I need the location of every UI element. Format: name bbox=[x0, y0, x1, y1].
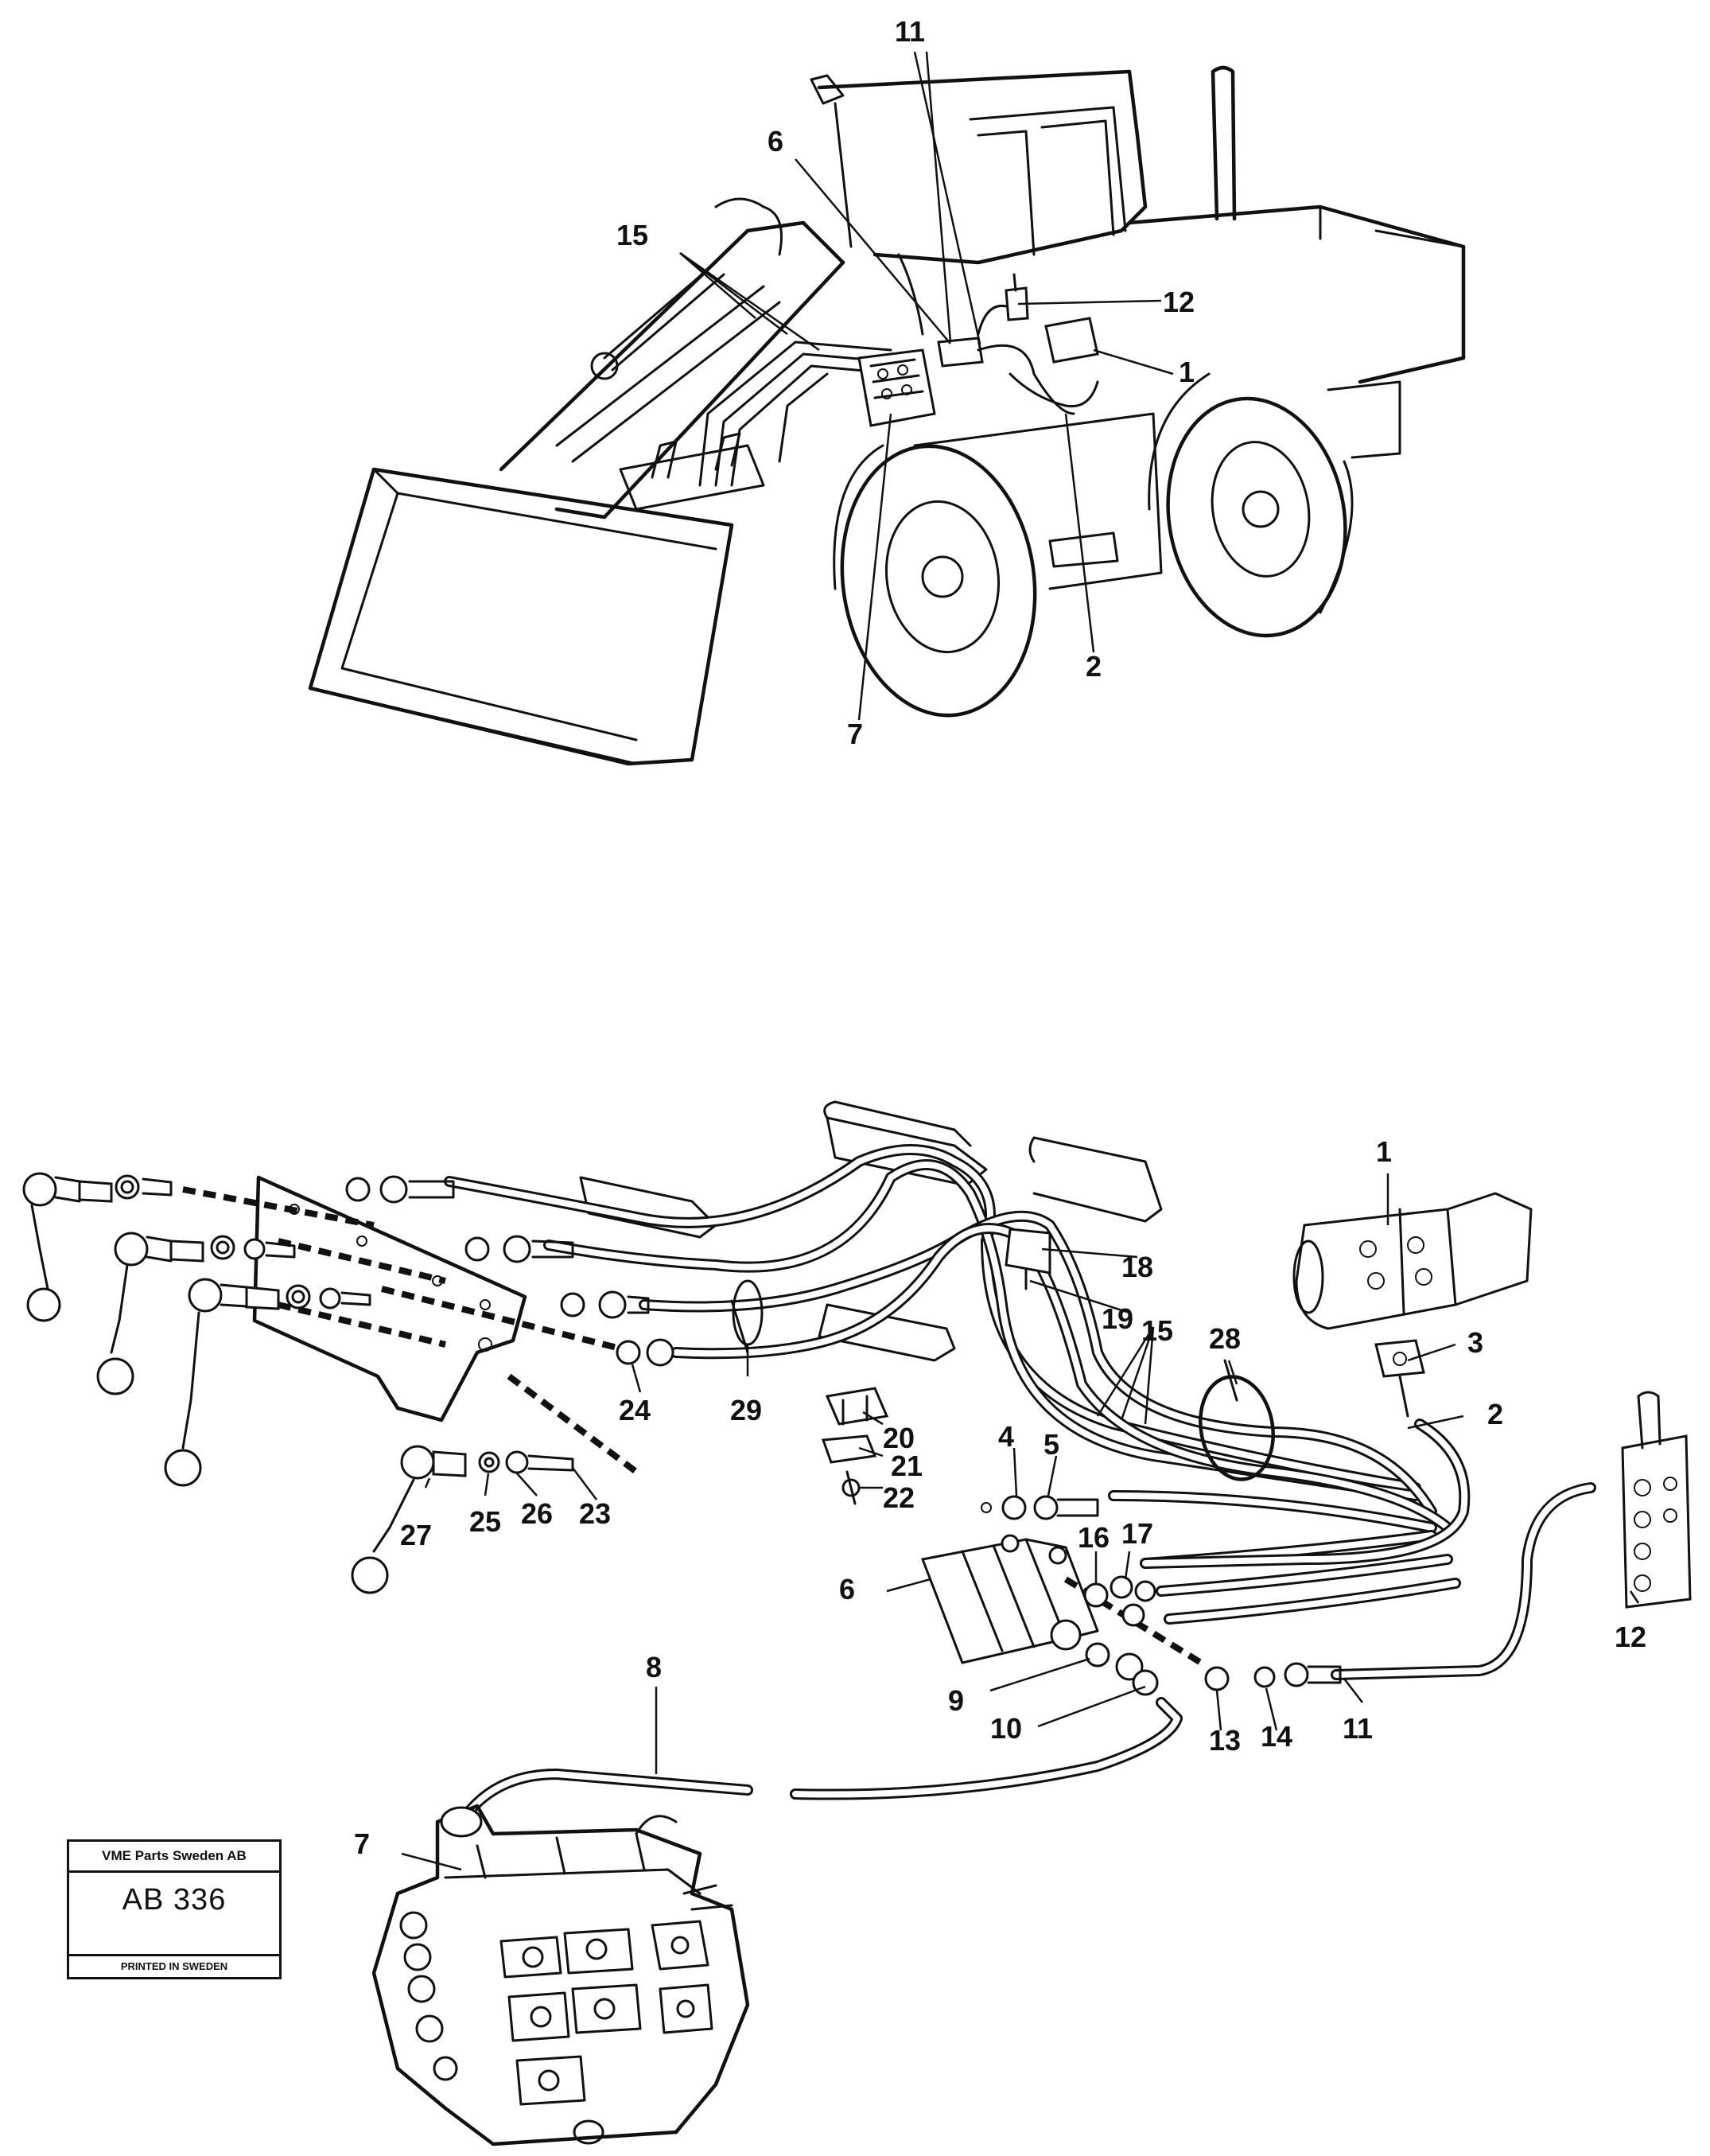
callout-26: 26 bbox=[521, 1497, 553, 1530]
callout-24: 24 bbox=[619, 1394, 651, 1426]
callout-21: 21 bbox=[891, 1450, 923, 1482]
callout-12: 12 bbox=[1615, 1621, 1646, 1653]
callout-5: 5 bbox=[1043, 1428, 1059, 1461]
callout-17: 17 bbox=[1121, 1517, 1153, 1550]
callout-20: 20 bbox=[883, 1422, 915, 1454]
callout-1-top: 1 bbox=[1179, 356, 1195, 388]
callout-2-top: 2 bbox=[1086, 650, 1102, 683]
callout-6-top: 6 bbox=[768, 125, 783, 158]
top-view-callouts: 11 6 15 12 1 2 7 bbox=[616, 15, 1195, 750]
callout-11-top: 11 bbox=[895, 15, 925, 48]
callout-27: 27 bbox=[400, 1519, 432, 1551]
callout-11: 11 bbox=[1343, 1712, 1373, 1745]
callout-15: 15 bbox=[1141, 1314, 1173, 1347]
callout-28: 28 bbox=[1209, 1322, 1241, 1355]
callout-1: 1 bbox=[1376, 1135, 1392, 1168]
publisher-stamp: VME Parts Sweden AB AB 336 PRINTED IN SW… bbox=[67, 1839, 282, 1979]
callout-23: 23 bbox=[579, 1497, 611, 1530]
callout-9: 9 bbox=[948, 1684, 964, 1717]
callout-10: 10 bbox=[990, 1712, 1022, 1745]
callout-7: 7 bbox=[354, 1827, 370, 1860]
callout-15-top: 15 bbox=[616, 219, 648, 251]
callout-14: 14 bbox=[1261, 1720, 1292, 1753]
coupler-row-3 bbox=[164, 1278, 371, 1487]
coupler-row-1 bbox=[22, 1172, 173, 1322]
callout-8: 8 bbox=[646, 1651, 662, 1683]
top-view-leaders bbox=[679, 51, 1174, 721]
stamp-company: VME Parts Sweden AB bbox=[69, 1842, 279, 1873]
callout-2: 2 bbox=[1487, 1398, 1503, 1430]
stamp-printed: PRINTED IN SWEDEN bbox=[69, 1954, 279, 1977]
callout-7-top: 7 bbox=[847, 718, 863, 750]
callout-4: 4 bbox=[998, 1420, 1014, 1453]
callout-6: 6 bbox=[839, 1573, 855, 1605]
stamp-code: AB 336 bbox=[122, 1883, 227, 1917]
callout-22: 22 bbox=[883, 1481, 915, 1514]
detail-view-leaders bbox=[401, 1173, 1640, 1871]
callout-13: 13 bbox=[1209, 1724, 1241, 1757]
wheel-loader-illustration bbox=[308, 65, 1466, 766]
coupler-row-2 bbox=[96, 1232, 296, 1395]
callout-25: 25 bbox=[469, 1505, 501, 1538]
callout-3: 3 bbox=[1467, 1326, 1483, 1359]
callout-12-top: 12 bbox=[1163, 286, 1195, 318]
callout-19: 19 bbox=[1102, 1302, 1133, 1335]
detail-view-callouts: 1 2 3 4 5 6 7 8 9 10 11 12 13 14 15 16 1… bbox=[354, 1135, 1646, 1860]
callout-18: 18 bbox=[1121, 1251, 1153, 1283]
callout-16: 16 bbox=[1078, 1521, 1110, 1554]
hydraulic-detail-illustration bbox=[22, 1100, 1692, 2146]
callout-29: 29 bbox=[730, 1394, 762, 1426]
coupler-row-4 bbox=[351, 1445, 574, 1594]
